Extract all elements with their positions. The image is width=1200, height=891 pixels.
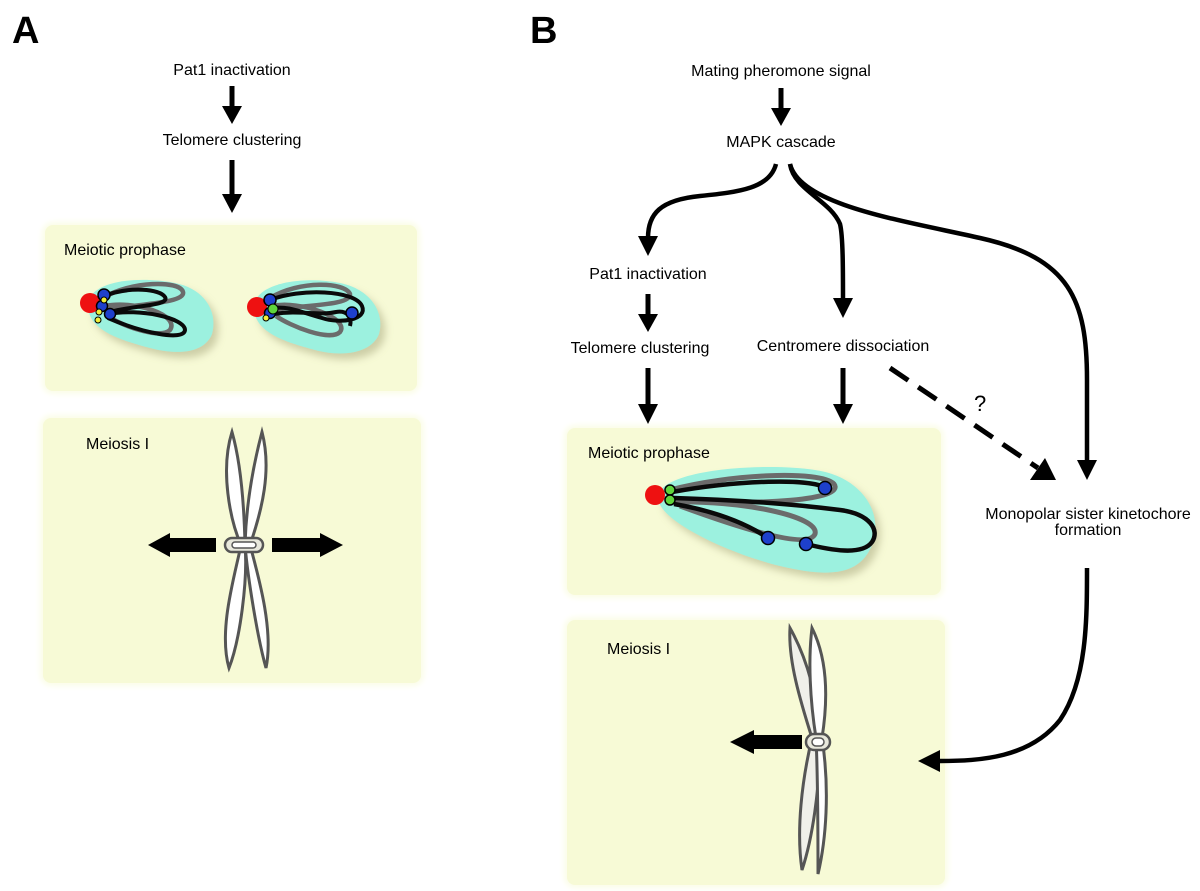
label-meiotic-prophase-a: Meiotic prophase xyxy=(64,242,186,259)
chromosome-pair-b xyxy=(788,622,832,875)
nucleus-a2 xyxy=(247,280,381,354)
nucleus-b xyxy=(645,467,877,573)
nucleus-a1 xyxy=(80,279,214,352)
arrow-monopolar-to-meiosis-i xyxy=(918,567,1090,772)
label-monopolar-line2: formation xyxy=(1054,522,1122,539)
panel-b-meiosis-i-box xyxy=(567,620,945,885)
arrow-pat1-to-telomere-b xyxy=(638,294,658,332)
arrow-mapk-to-centromere xyxy=(787,163,853,318)
pull-arrow-left-b xyxy=(730,730,802,754)
label-meiosis-i-b: Meiosis I xyxy=(607,641,671,658)
arrow-centromere-to-prophase-b xyxy=(833,368,853,424)
arrow-telomere-to-prophase-a xyxy=(222,160,242,213)
panel-b-letter: B xyxy=(530,10,558,52)
arrow-mapk-to-monopolar xyxy=(787,163,1097,480)
label-centromere-dissociation: Centromere dissociation xyxy=(756,338,930,355)
label-mapk-cascade: MAPK cascade xyxy=(726,134,836,151)
label-pat1-inactivation-a: Pat1 inactivation xyxy=(173,62,291,79)
panel-a-letter: A xyxy=(12,10,40,52)
dashed-arrow-centromere-to-monopolar xyxy=(888,365,1056,480)
arrow-telomere-to-prophase-b xyxy=(638,368,658,424)
label-pat1-inactivation-b: Pat1 inactivation xyxy=(589,266,707,283)
arrow-pat1-to-telomere-a xyxy=(222,86,242,124)
pull-arrow-right-a xyxy=(272,533,343,557)
arrow-signal-to-mapk xyxy=(771,88,791,126)
arrow-mapk-to-pat1 xyxy=(638,163,779,256)
label-question-mark: ? xyxy=(974,391,987,416)
label-meiotic-prophase-b: Meiotic prophase xyxy=(588,445,710,462)
chromosome-pair-a xyxy=(223,426,270,673)
pull-arrow-left-a xyxy=(148,533,216,557)
label-telomere-clustering-a: Telomere clustering xyxy=(162,132,302,149)
label-telomere-clustering-b: Telomere clustering xyxy=(570,340,710,357)
label-monopolar-line1: Monopolar sister kinetochore xyxy=(985,506,1191,523)
label-mating-pheromone-signal: Mating pheromone signal xyxy=(691,63,871,80)
label-meiosis-i-a: Meiosis I xyxy=(86,436,150,453)
